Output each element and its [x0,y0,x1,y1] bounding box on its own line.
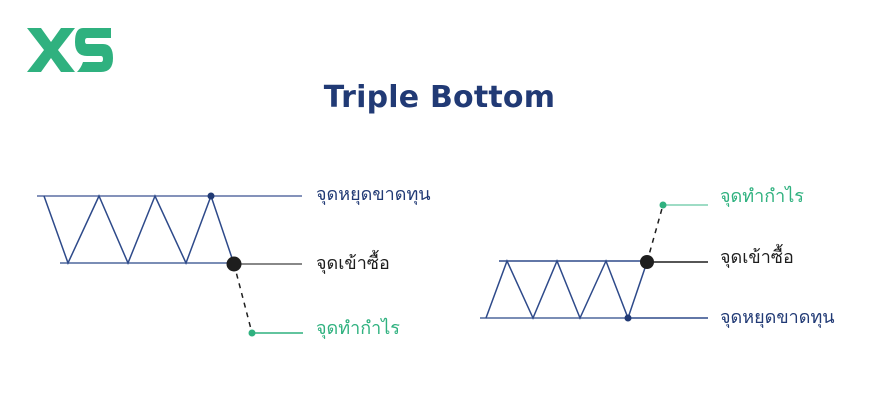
left-entry-dot [226,256,242,272]
left-entry-label: จุดเข้าซื้อ [316,253,390,274]
right-zigzag [485,259,648,321]
page-title: Triple Bottom [323,80,556,115]
left-pattern [37,192,303,337]
right-pattern [480,201,708,322]
xs-logo [27,28,113,72]
right-take-profit-dot [659,201,667,209]
right-dashed-projection [646,204,664,263]
right-entry-dot [640,255,654,269]
right-entry-label: จุดเข้าซื้อ [720,247,794,268]
left-stop-loss-label: จุดหยุดขาดทุน [316,184,431,205]
left-stop-loss-dot [207,192,215,200]
right-stop-loss-dot [624,314,632,322]
right-stop-loss-label: จุดหยุดขาดทุน [720,307,835,328]
left-take-profit-dot [248,329,256,337]
left-zigzag [43,193,235,265]
right-take-profit-label: จุดทำกำไร [720,186,804,207]
left-dashed-projection [233,263,253,334]
left-take-profit-label: จุดทำกำไร [316,318,400,339]
